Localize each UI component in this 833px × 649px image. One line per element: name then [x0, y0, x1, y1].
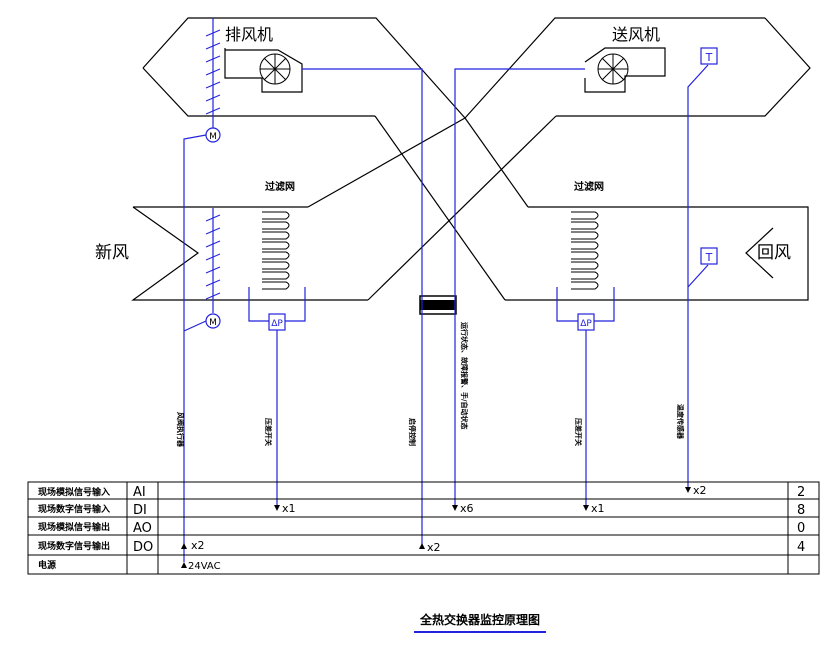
- svg-text:8: 8: [797, 503, 805, 518]
- svg-text:ΔP: ΔP: [271, 319, 283, 329]
- marker-di-filter-right: x1: [591, 502, 605, 515]
- filter-pleat: [262, 231, 290, 240]
- marker-di-filter-left: x1: [282, 502, 296, 515]
- filter-pleat: [571, 261, 599, 270]
- filter-pleat: [571, 271, 599, 280]
- note-filter-left: 压差开关: [264, 418, 273, 446]
- svg-text:2: 2: [797, 485, 805, 500]
- damper-actuator-top: M: [205, 127, 221, 143]
- damper-blade: [205, 42, 221, 50]
- svg-text:现场模拟信号输入: 现场模拟信号输入: [38, 486, 110, 498]
- damper-blade: [205, 107, 221, 115]
- damper-blade: [205, 227, 221, 235]
- dp-switch-left: ΔP: [268, 313, 286, 331]
- svg-text:电源: 电源: [38, 559, 56, 571]
- filter-left-label: 过滤网: [265, 180, 295, 193]
- svg-text:T: T: [705, 51, 713, 64]
- svg-text:AI: AI: [133, 485, 146, 500]
- io-table: [27, 481, 820, 575]
- io-table-row-power: 电源: [38, 559, 56, 571]
- marker-do-damper: x2: [191, 539, 205, 552]
- note-filter-right: 压差开关: [574, 418, 583, 446]
- filter-pleat: [262, 221, 290, 230]
- damper-blade: [205, 240, 221, 248]
- damper-blade: [205, 253, 221, 261]
- io-table-row-do: 现场数字信号输出 DO 4: [38, 540, 805, 555]
- damper-blade: [205, 214, 221, 222]
- damper-blade: [205, 292, 221, 300]
- io-table-row-ai: 现场模拟信号输入 AI 2: [38, 485, 805, 500]
- svg-text:T: T: [705, 251, 713, 264]
- svg-text:现场数字信号输出: 现场数字信号输出: [38, 540, 110, 552]
- temp-sensor-top: T: [700, 47, 718, 65]
- svg-text:现场模拟信号输出: 现场模拟信号输出: [38, 521, 110, 533]
- filter-pleat: [571, 211, 599, 220]
- note-temp: 温度传感器: [676, 404, 685, 440]
- fresh-air-label: 新风: [95, 243, 129, 263]
- svg-text:ΔP: ΔP: [580, 319, 592, 329]
- svg-text:M: M: [209, 132, 217, 142]
- damper-blade: [205, 68, 221, 76]
- filter-pleat: [571, 221, 599, 230]
- temp-sensor-bottom: T: [700, 247, 718, 265]
- filter-pleat: [571, 241, 599, 250]
- exhaust-fan-label: 排风机: [225, 25, 273, 44]
- note-status: 运行状态、故障报警、手/自动状态: [460, 322, 469, 430]
- svg-text:DI: DI: [133, 503, 147, 518]
- damper-blade: [205, 55, 221, 63]
- filter-left-coil: [262, 211, 290, 290]
- io-table-row-ao: 现场模拟信号输出 AO 0: [38, 521, 805, 536]
- damper-blade: [205, 266, 221, 274]
- filter-pleat: [262, 211, 290, 220]
- svg-text:4: 4: [797, 540, 805, 555]
- heat-exchanger-core: [419, 295, 457, 315]
- exhaust-fan-wheel: [259, 53, 291, 85]
- marker-power: 24VAC: [188, 561, 221, 572]
- filter-pleat: [262, 281, 290, 290]
- io-markers: x2 x1 x6 x1 x2 x2 24VAC: [181, 484, 707, 572]
- svg-text:现场数字信号输入: 现场数字信号输入: [38, 503, 110, 515]
- filter-pleat: [262, 261, 290, 270]
- damper-blade: [205, 279, 221, 287]
- damper-blades-bottom: [205, 214, 221, 300]
- filter-pleat: [571, 231, 599, 240]
- svg-text:M: M: [209, 318, 217, 328]
- supply-fan-label: 送风机: [612, 25, 660, 44]
- filter-pleat: [262, 241, 290, 250]
- marker-di-status: x6: [460, 502, 474, 515]
- return-air-label: 回风: [757, 243, 791, 263]
- damper-blade: [205, 81, 221, 89]
- damper-blades-top: [205, 29, 221, 115]
- filter-right-coil: [571, 211, 599, 290]
- ductwork: [131, 17, 811, 301]
- marker-do-start: x2: [427, 541, 441, 554]
- diagram-title: 全热交换器监控原理图: [419, 612, 540, 627]
- damper-actuator-bottom: M: [205, 313, 221, 329]
- control-wiring: [183, 18, 709, 562]
- note-damper: 风阀执行器: [176, 412, 185, 448]
- svg-text:AO: AO: [133, 521, 152, 536]
- filter-right-label: 过滤网: [574, 180, 604, 193]
- filter-pleat: [571, 281, 599, 290]
- io-table-row-di: 现场数字信号输入 DI 8: [38, 503, 805, 518]
- supply-fan-wheel: [597, 53, 629, 85]
- svg-text:0: 0: [797, 521, 805, 536]
- filter-pleat: [262, 271, 290, 280]
- svg-text:DO: DO: [133, 540, 153, 555]
- damper-blade: [205, 29, 221, 37]
- damper-blade: [205, 94, 221, 102]
- filter-pleat: [571, 251, 599, 260]
- dp-switch-right: ΔP: [577, 313, 595, 331]
- marker-ai-temp: x2: [693, 484, 707, 497]
- note-start-stop: 启停控制: [408, 418, 417, 446]
- filter-pleat: [262, 251, 290, 260]
